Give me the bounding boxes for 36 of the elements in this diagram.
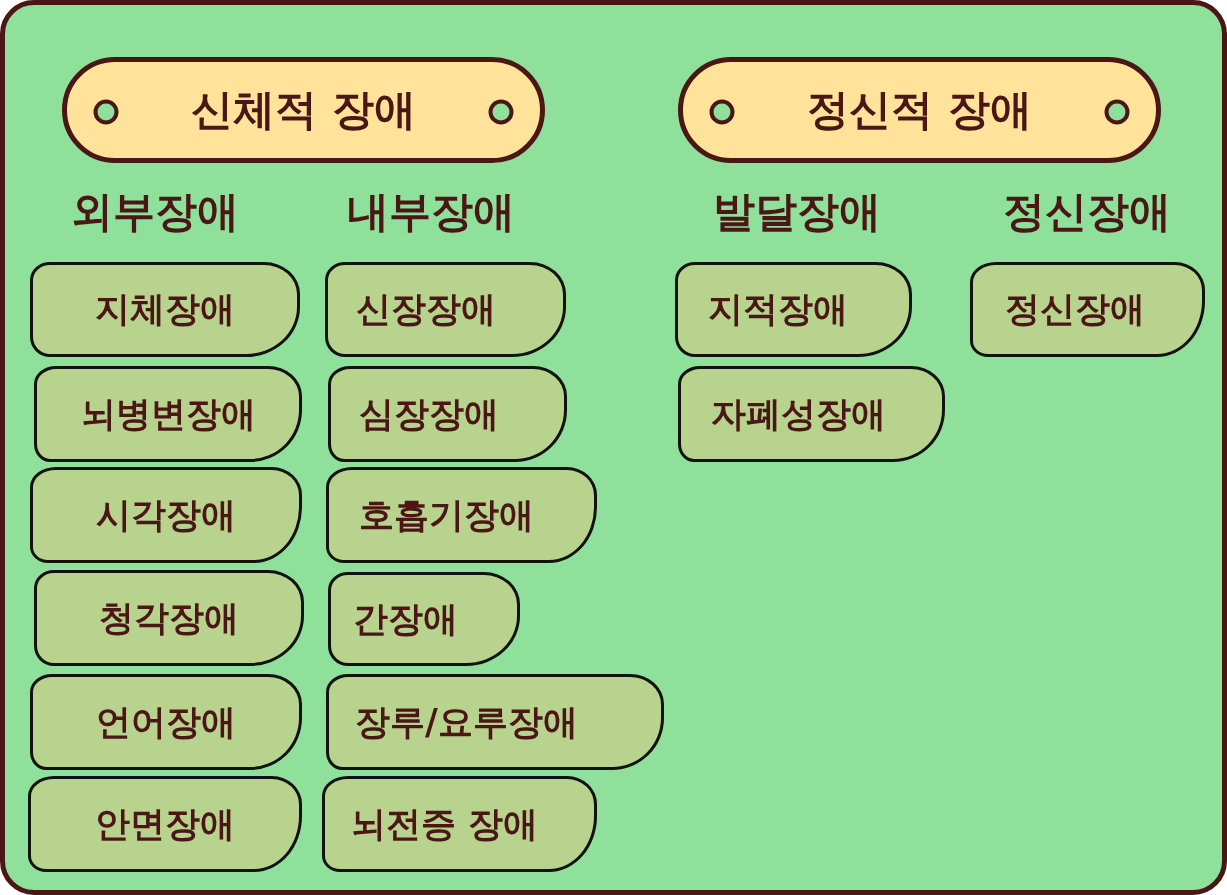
item-blob — [34, 366, 302, 462]
item-label: 지체장애 — [95, 289, 235, 330]
item-label: 뇌전증 장애 — [351, 803, 539, 845]
item-label: 언어장애 — [96, 701, 236, 743]
item-blob — [326, 674, 664, 770]
item-label: 신장장애 — [356, 289, 496, 330]
item-blob — [322, 776, 597, 872]
item-label: 자폐성장애 — [711, 393, 886, 435]
column-heading: 정신장애 — [1003, 188, 1171, 237]
item-blob — [328, 572, 520, 666]
column-heading: 발달장애 — [713, 188, 881, 237]
item-label: 뇌병변장애 — [80, 393, 256, 435]
item-label: 호흡기장애 — [359, 494, 534, 536]
item-label: 지적장애 — [708, 289, 848, 330]
item-blob — [678, 366, 945, 462]
item-blob — [675, 262, 912, 357]
item-blob — [328, 366, 567, 462]
item-label: 안면장애 — [95, 803, 235, 845]
item-label: 장루/요루장애 — [355, 701, 578, 743]
item-label: 간장애 — [353, 598, 458, 640]
item-blob — [30, 262, 300, 357]
item-label: 청각장애 — [99, 597, 239, 639]
item-blob — [30, 467, 302, 563]
item-label: 시각장애 — [96, 494, 236, 536]
item-blob — [28, 776, 302, 872]
item-blob — [30, 674, 302, 770]
item-blob — [970, 262, 1205, 357]
item-blob — [326, 467, 597, 563]
item-label: 정신장애 — [1005, 289, 1145, 330]
item-blob — [34, 570, 304, 666]
column-heading: 내부장애 — [347, 188, 515, 237]
item-label: 심장장애 — [359, 393, 499, 435]
column-heading: 외부장애 — [71, 188, 239, 237]
category-title: 신체적 장애 — [191, 86, 416, 134]
category-title: 정신적 장애 — [807, 86, 1032, 134]
item-blob — [325, 262, 566, 357]
